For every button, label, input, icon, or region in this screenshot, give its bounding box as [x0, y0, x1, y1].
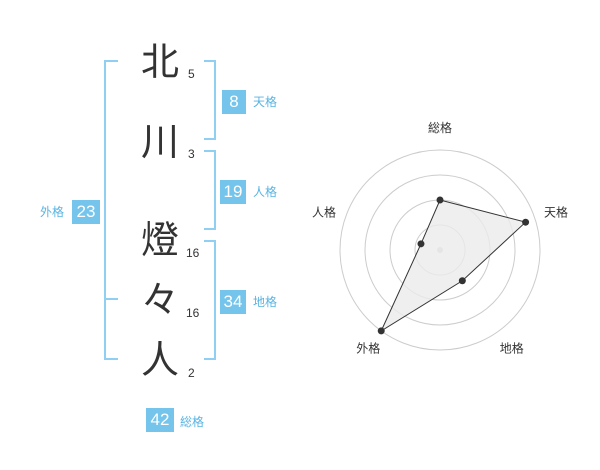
stroke-count-4: 16 [186, 306, 200, 320]
tenkaku-label: 天格 [253, 95, 278, 109]
radar-axis-label: 総格 [428, 120, 452, 135]
chikaku-bracket [204, 240, 216, 360]
tenkaku-bracket [204, 60, 216, 140]
radar-axis-label: 地格 [500, 341, 524, 356]
tenkaku-value: 8 [222, 90, 246, 114]
stroke-count-1: 5 [188, 67, 195, 81]
name-char-1: 北 [140, 40, 179, 84]
soukaku-label: 総格 [180, 415, 205, 429]
radar-axis-label: 外格 [356, 341, 380, 356]
radar-grid-ring [364, 174, 516, 326]
radar-grid-ring [339, 149, 541, 351]
stroke-count-3: 16 [186, 246, 200, 260]
name-char-3: 燈 [140, 218, 179, 262]
gaikaku-bracket [104, 60, 118, 360]
name-char-2: 川 [140, 120, 179, 164]
chikaku-label: 地格 [253, 295, 278, 309]
gaikaku-bracket-divider [104, 298, 118, 300]
jinkaku-label: 人格 [253, 185, 278, 199]
stroke-count-5: 2 [188, 366, 195, 380]
radar-point-1 [436, 196, 444, 204]
radar-polygon [380, 199, 527, 333]
radar-axis-label: 人格 [312, 204, 336, 219]
radar-point-4 [377, 327, 385, 335]
radar-point-2 [522, 218, 530, 226]
jinkaku-value: 19 [220, 180, 246, 204]
radar-point-5 [417, 240, 425, 248]
jinkaku-bracket [204, 150, 216, 230]
gaikaku-value: 23 [72, 200, 100, 224]
gaikaku-label: 外格 [40, 205, 65, 219]
stroke-count-2: 3 [188, 147, 195, 161]
name-char-4: 々 [140, 278, 179, 322]
chikaku-value: 34 [220, 290, 246, 314]
soukaku-value: 42 [146, 408, 174, 432]
name-char-5: 人 [140, 338, 179, 382]
radar-axis-label: 天格 [544, 204, 568, 219]
radar-point-3 [458, 277, 466, 285]
